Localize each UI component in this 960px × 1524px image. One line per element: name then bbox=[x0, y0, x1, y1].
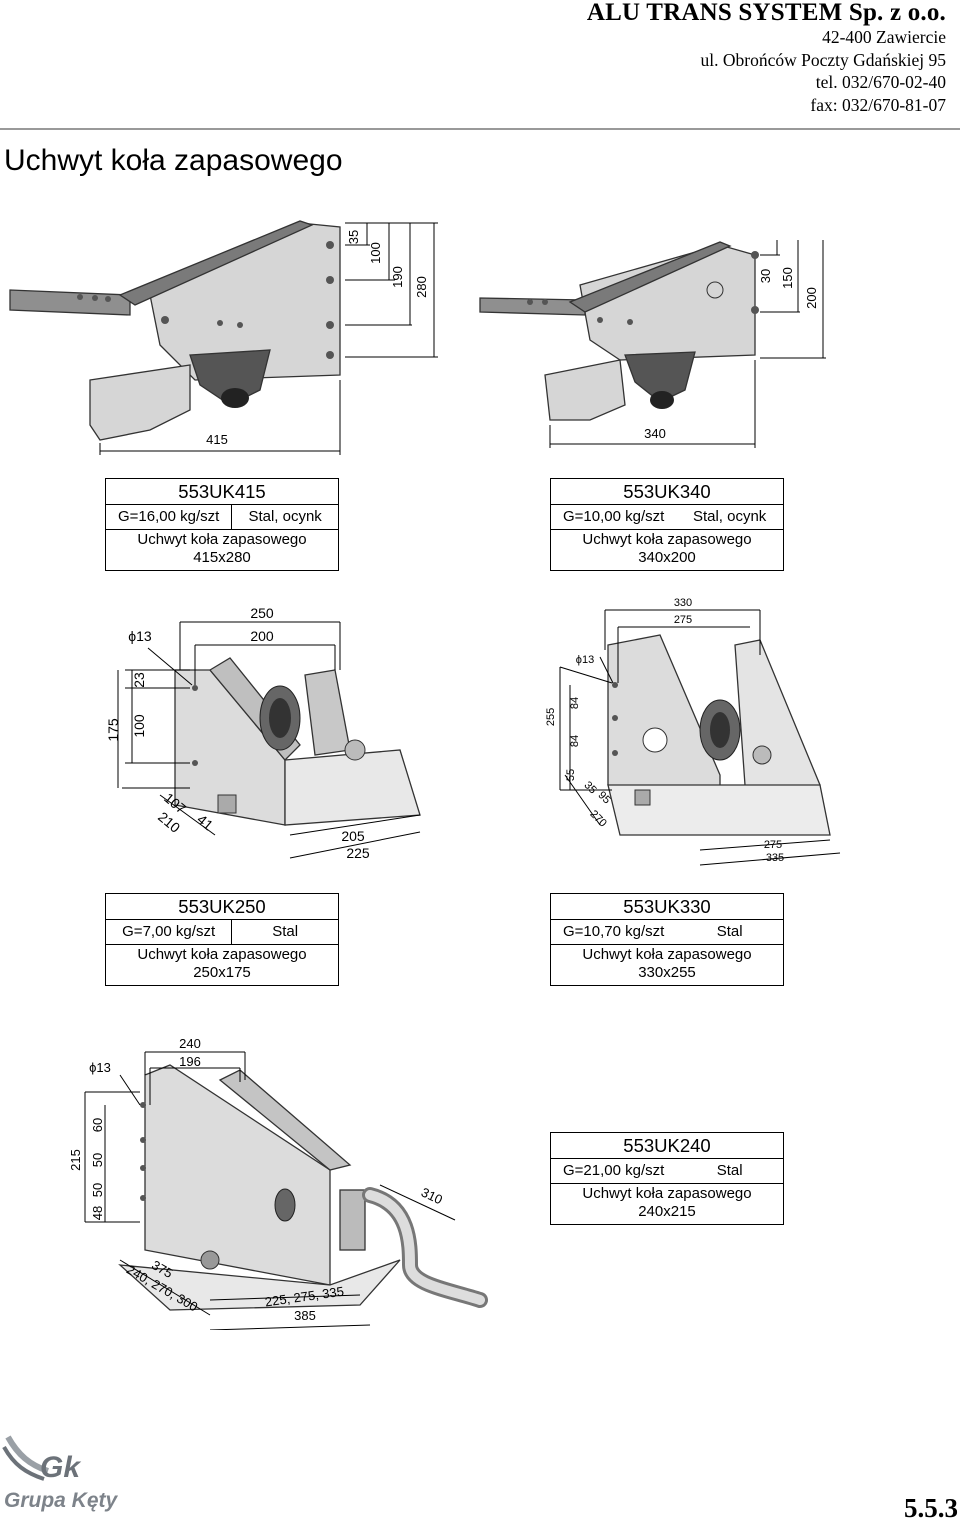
dim-label: 330 bbox=[674, 597, 692, 609]
dim-label: 280 bbox=[414, 276, 429, 298]
product-code: 553UK415 bbox=[106, 479, 338, 505]
dim-label: 240 bbox=[179, 1036, 201, 1051]
dim-label: 310 bbox=[419, 1185, 445, 1208]
logo-mark: Gk bbox=[40, 1451, 81, 1484]
spec-table-553UK250: 553UK250 G=7,00 kg/szt Stal Uchwyt koła z… bbox=[105, 893, 339, 986]
company-name: ALU TRANS SYSTEM Sp. z o.o. bbox=[586, 0, 946, 26]
page-title: Uchwyt koła zapasowego bbox=[4, 144, 343, 177]
product-weight: G=7,00 kg/szt bbox=[106, 920, 233, 944]
dim-label: 100 bbox=[368, 242, 383, 264]
spec-table-553UK340: 553UK340 G=10,00 kg/szt Stal, ocynk Uchwy… bbox=[550, 478, 784, 571]
product-description: Uchwyt koła zapasowego bbox=[137, 946, 307, 963]
company-fax: fax: 032/670-81-07 bbox=[810, 94, 946, 115]
product-weight: G=10,70 kg/szt bbox=[562, 923, 665, 940]
product-code: 553UK330 bbox=[551, 894, 783, 920]
product-size: 250x175 bbox=[193, 964, 251, 981]
dim-label: 275 bbox=[674, 614, 692, 626]
product-code: 553UK340 bbox=[551, 479, 783, 505]
product-material: Stal bbox=[716, 1162, 743, 1179]
dim-label: 35 bbox=[582, 779, 599, 796]
product-material: Stal bbox=[272, 923, 299, 940]
company-city: 42-400 Zawiercie bbox=[822, 27, 946, 47]
drawing-553UK330: 330 275 ϕ13 84 84 255 55 35 95 270 275 3… bbox=[545, 597, 841, 866]
spec-table-553UK330: 553UK330 G=10,70 kg/szt Stal Uchwyt koła … bbox=[550, 893, 784, 986]
product-size: 330x255 bbox=[638, 964, 696, 981]
product-material: Stal bbox=[716, 923, 743, 940]
dim-label: 255 bbox=[545, 708, 557, 726]
dim-label: 215 bbox=[68, 1149, 83, 1171]
drawing-553UK415: 35 100 190 280 415 bbox=[9, 220, 438, 455]
dim-label: ϕ13 bbox=[128, 628, 152, 644]
dim-label: 385 bbox=[294, 1308, 316, 1323]
product-code: 553UK240 bbox=[551, 1133, 783, 1159]
spec-table-553UK415: 553UK415 G=16,00 kg/szt Stal, ocynk Uchwy… bbox=[105, 478, 339, 571]
product-weight: G=16,00 kg/szt bbox=[106, 505, 233, 529]
spec-table-553UK240: 553UK240 G=21,00 kg/szt Stal Uchwyt koła … bbox=[550, 1132, 784, 1225]
dim-label: 200 bbox=[250, 628, 274, 644]
header-divider bbox=[0, 128, 960, 130]
product-size: 240x215 bbox=[638, 1203, 696, 1220]
product-material: Stal, ocynk bbox=[248, 508, 322, 525]
dim-label: 190 bbox=[390, 266, 405, 288]
dim-label: 275 bbox=[764, 839, 782, 851]
dim-label: 23 bbox=[131, 672, 147, 688]
company-street: ul. Obrońców Poczty Gdańskiej 95 bbox=[700, 49, 946, 70]
product-size: 415x280 bbox=[193, 549, 251, 566]
dim-label: ϕ13 bbox=[576, 654, 594, 666]
dim-label: 48 bbox=[90, 1206, 105, 1220]
dim-label: 100 bbox=[131, 714, 147, 738]
dim-label: 196 bbox=[179, 1054, 201, 1069]
dim-label: 60 bbox=[90, 1118, 105, 1132]
dim-label: 340 bbox=[644, 426, 666, 441]
drawing-553UK250: 250 200 ϕ13 23 100 175 107 210 41 205 22… bbox=[105, 605, 421, 861]
dim-label: 55 bbox=[565, 769, 577, 781]
dim-label: 225 bbox=[346, 845, 370, 861]
product-description: Uchwyt koła zapasowego bbox=[137, 531, 307, 548]
dim-label: 35 bbox=[346, 230, 361, 244]
drawing-553UK240: 240 196 ϕ13 60 50 50 48 215 310 375 240,… bbox=[68, 1036, 488, 1330]
dim-label: 150 bbox=[780, 267, 795, 289]
dim-label: 84 bbox=[569, 735, 581, 747]
dim-label: ϕ13 bbox=[89, 1060, 111, 1075]
product-description: Uchwyt koła zapasowego bbox=[582, 946, 752, 963]
drawing-553UK340: 30 150 200 340 bbox=[479, 240, 826, 448]
dim-label: 175 bbox=[105, 718, 121, 742]
product-size: 340x200 bbox=[638, 549, 696, 566]
product-description: Uchwyt koła zapasowego bbox=[582, 531, 752, 548]
dim-label: 41 bbox=[194, 811, 216, 833]
dim-label: 50 bbox=[90, 1183, 105, 1197]
dim-label: 415 bbox=[206, 432, 228, 447]
dim-label: 335 bbox=[766, 852, 784, 864]
product-description: Uchwyt koła zapasowego bbox=[582, 1185, 752, 1202]
company-tel: tel. 032/670-02-40 bbox=[815, 72, 946, 92]
product-material: Stal, ocynk bbox=[692, 508, 767, 525]
dim-label: 50 bbox=[90, 1153, 105, 1167]
product-weight: G=10,00 kg/szt bbox=[562, 508, 665, 525]
dim-label: 205 bbox=[341, 828, 365, 844]
dim-label: 30 bbox=[758, 269, 773, 283]
grupa-kety-logo: Gk Grupa Kęty bbox=[2, 1435, 119, 1512]
dim-label: 200 bbox=[804, 287, 819, 309]
product-weight: G=21,00 kg/szt bbox=[562, 1162, 665, 1179]
company-header: ALU TRANS SYSTEM Sp. z o.o. 42-400 Zawie… bbox=[587, 0, 946, 116]
logo-text: Grupa Kęty bbox=[4, 1489, 119, 1512]
dim-label: 250 bbox=[250, 605, 274, 621]
dim-label: 84 bbox=[569, 697, 581, 709]
page-number: 5.5.3 bbox=[904, 1493, 958, 1523]
product-code: 553UK250 bbox=[106, 894, 338, 920]
